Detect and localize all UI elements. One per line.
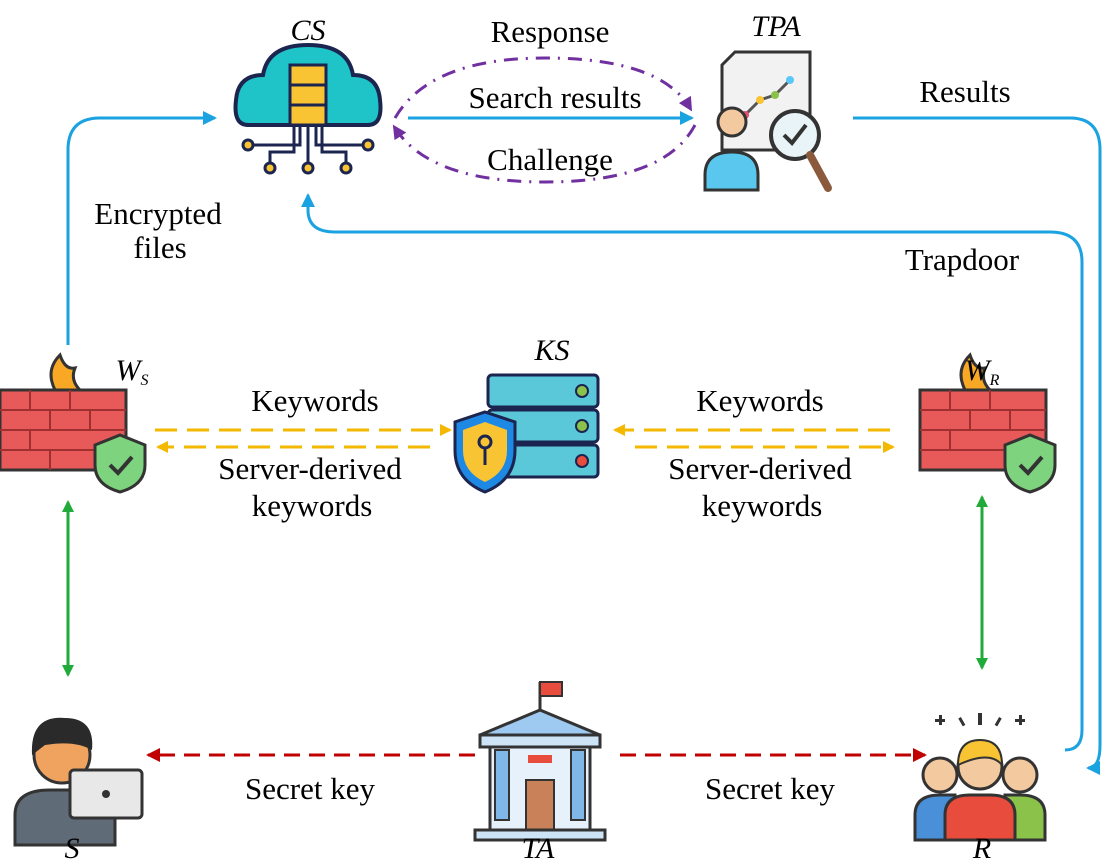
secret-key-right-label: Secret key	[705, 771, 835, 806]
sender-firewall-icon	[0, 352, 147, 494]
trapdoor-arrow	[301, 193, 1084, 752]
ws-label-main: W	[116, 354, 144, 387]
server-derived-right-label-2: keywords	[702, 488, 823, 523]
receiver-group-icon	[913, 713, 1047, 842]
secret-key-left-label: Secret key	[245, 771, 375, 806]
key-server-icon	[453, 373, 600, 494]
search-results-label: Search results	[468, 80, 641, 115]
response-arrow	[393, 56, 693, 119]
server-derived-left-label-1: Server-derived	[218, 451, 402, 486]
server-derived-left-label-2: keywords	[252, 488, 373, 523]
wr-label: WR	[965, 354, 1000, 389]
receiver-firewall-icon	[918, 352, 1057, 494]
keywords-left-label: Keywords	[251, 383, 378, 418]
ks-label: KS	[533, 334, 569, 367]
keywords-right-label: Keywords	[696, 383, 823, 418]
encrypted-files-arrow	[66, 111, 217, 345]
results-label: Results	[919, 74, 1010, 109]
encrypted-files-label-2: files	[133, 230, 186, 265]
auditor-report-icon	[703, 50, 832, 192]
ta-label: TA	[522, 832, 555, 865]
trusted-authority-building-icon	[473, 681, 607, 842]
s-label: S	[65, 832, 80, 865]
wr-label-sub: R	[989, 372, 1000, 389]
wr-label-main: W	[965, 354, 993, 387]
cloud-server-icon	[233, 42, 383, 175]
tpa-label: TPA	[751, 10, 801, 43]
ws-label-sub: S	[141, 372, 149, 389]
trapdoor-label: Trapdoor	[905, 242, 1020, 277]
response-label: Response	[491, 14, 610, 49]
challenge-label: Challenge	[487, 142, 613, 177]
challenge-arrow	[392, 124, 697, 184]
ws-label: WS	[116, 354, 149, 389]
encrypted-files-label-1: Encrypted	[94, 196, 222, 231]
sender-user-icon	[13, 717, 144, 847]
cs-label: CS	[290, 14, 325, 47]
r-label: R	[972, 832, 991, 865]
server-derived-right-label-1: Server-derived	[668, 451, 852, 486]
results-arrow	[853, 116, 1102, 775]
